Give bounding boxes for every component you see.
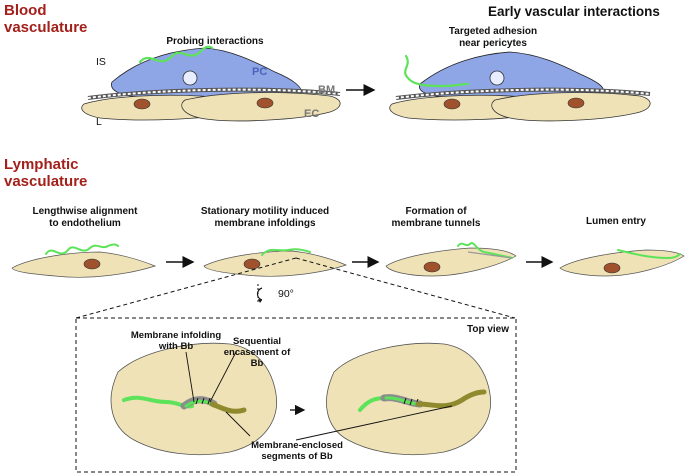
rotation-label: 90° xyxy=(278,288,294,300)
label-pc: PC xyxy=(252,66,268,78)
label-ec: EC xyxy=(304,108,320,120)
ec-nucleus xyxy=(443,98,461,110)
ec-nucleus xyxy=(133,98,151,110)
label-bm: BM xyxy=(318,84,336,96)
rotation-indicator xyxy=(256,284,263,304)
annotation-infolding: Membrane infolding with Bb xyxy=(130,330,222,352)
annotation-enclosed: Membrane-enclosed segments of Bb xyxy=(251,440,343,462)
zoom-line-right xyxy=(295,257,516,319)
blood-panel-adhesion xyxy=(389,51,651,122)
lymph-step-1 xyxy=(11,243,157,278)
lymph-step-label-3: Formation of membrane tunnels xyxy=(391,206,481,229)
bacterium xyxy=(138,45,214,64)
section-title-lymphatic: Lymphatic vasculature xyxy=(4,156,88,190)
ec-nucleus xyxy=(603,262,621,274)
header-title: Early vascular interactions xyxy=(488,4,660,19)
ec-nucleus xyxy=(243,258,261,270)
endothelial-cell xyxy=(559,249,685,277)
inset-title: Top view xyxy=(466,324,510,335)
lymph-step-4 xyxy=(559,249,685,277)
lymph-step-label-4: Lumen entry xyxy=(585,216,646,227)
leader-encasement xyxy=(209,351,237,403)
endothelial-cell xyxy=(385,247,517,277)
zoom-line-left xyxy=(75,257,297,319)
lymph-step-3 xyxy=(385,242,517,277)
label-l: L xyxy=(96,116,102,128)
bacterium xyxy=(45,243,119,255)
lymph-step-label-2: Stationary motility induced membrane inf… xyxy=(200,206,330,229)
annotation-encasement: Sequential encasement of Bb xyxy=(223,336,291,369)
ec-nucleus xyxy=(83,258,101,270)
inset-cell-right xyxy=(326,342,492,456)
section-title-blood: Blood vasculature xyxy=(4,2,88,36)
step-label-adhesion: Targeted adhesion near pericytes xyxy=(448,26,538,49)
bacterium xyxy=(457,242,513,259)
lymph-step-2 xyxy=(203,248,347,277)
bacterium xyxy=(261,248,311,256)
pericyte-nucleus xyxy=(489,70,505,86)
label-is: IS xyxy=(96,56,106,68)
step-label-probing: Probing interactions xyxy=(166,36,264,47)
ec-nucleus xyxy=(256,97,274,109)
leader-enclosed-right xyxy=(295,405,453,441)
endothelial-cell xyxy=(11,251,157,278)
bacterium xyxy=(404,54,470,88)
leader-enclosed-left xyxy=(225,411,251,437)
enclosed-segment xyxy=(415,389,487,409)
lymph-step-label-1: Lengthwise alignment to endothelium xyxy=(32,206,138,229)
enclosed-segment xyxy=(209,401,247,414)
top-view-inset xyxy=(75,317,517,473)
ec-nucleus xyxy=(423,261,441,273)
pericyte-nucleus xyxy=(182,70,198,86)
blood-panel-probing xyxy=(81,45,341,122)
bacterium xyxy=(617,249,681,260)
leader-infolding xyxy=(185,351,195,403)
ec-nucleus xyxy=(567,97,585,109)
